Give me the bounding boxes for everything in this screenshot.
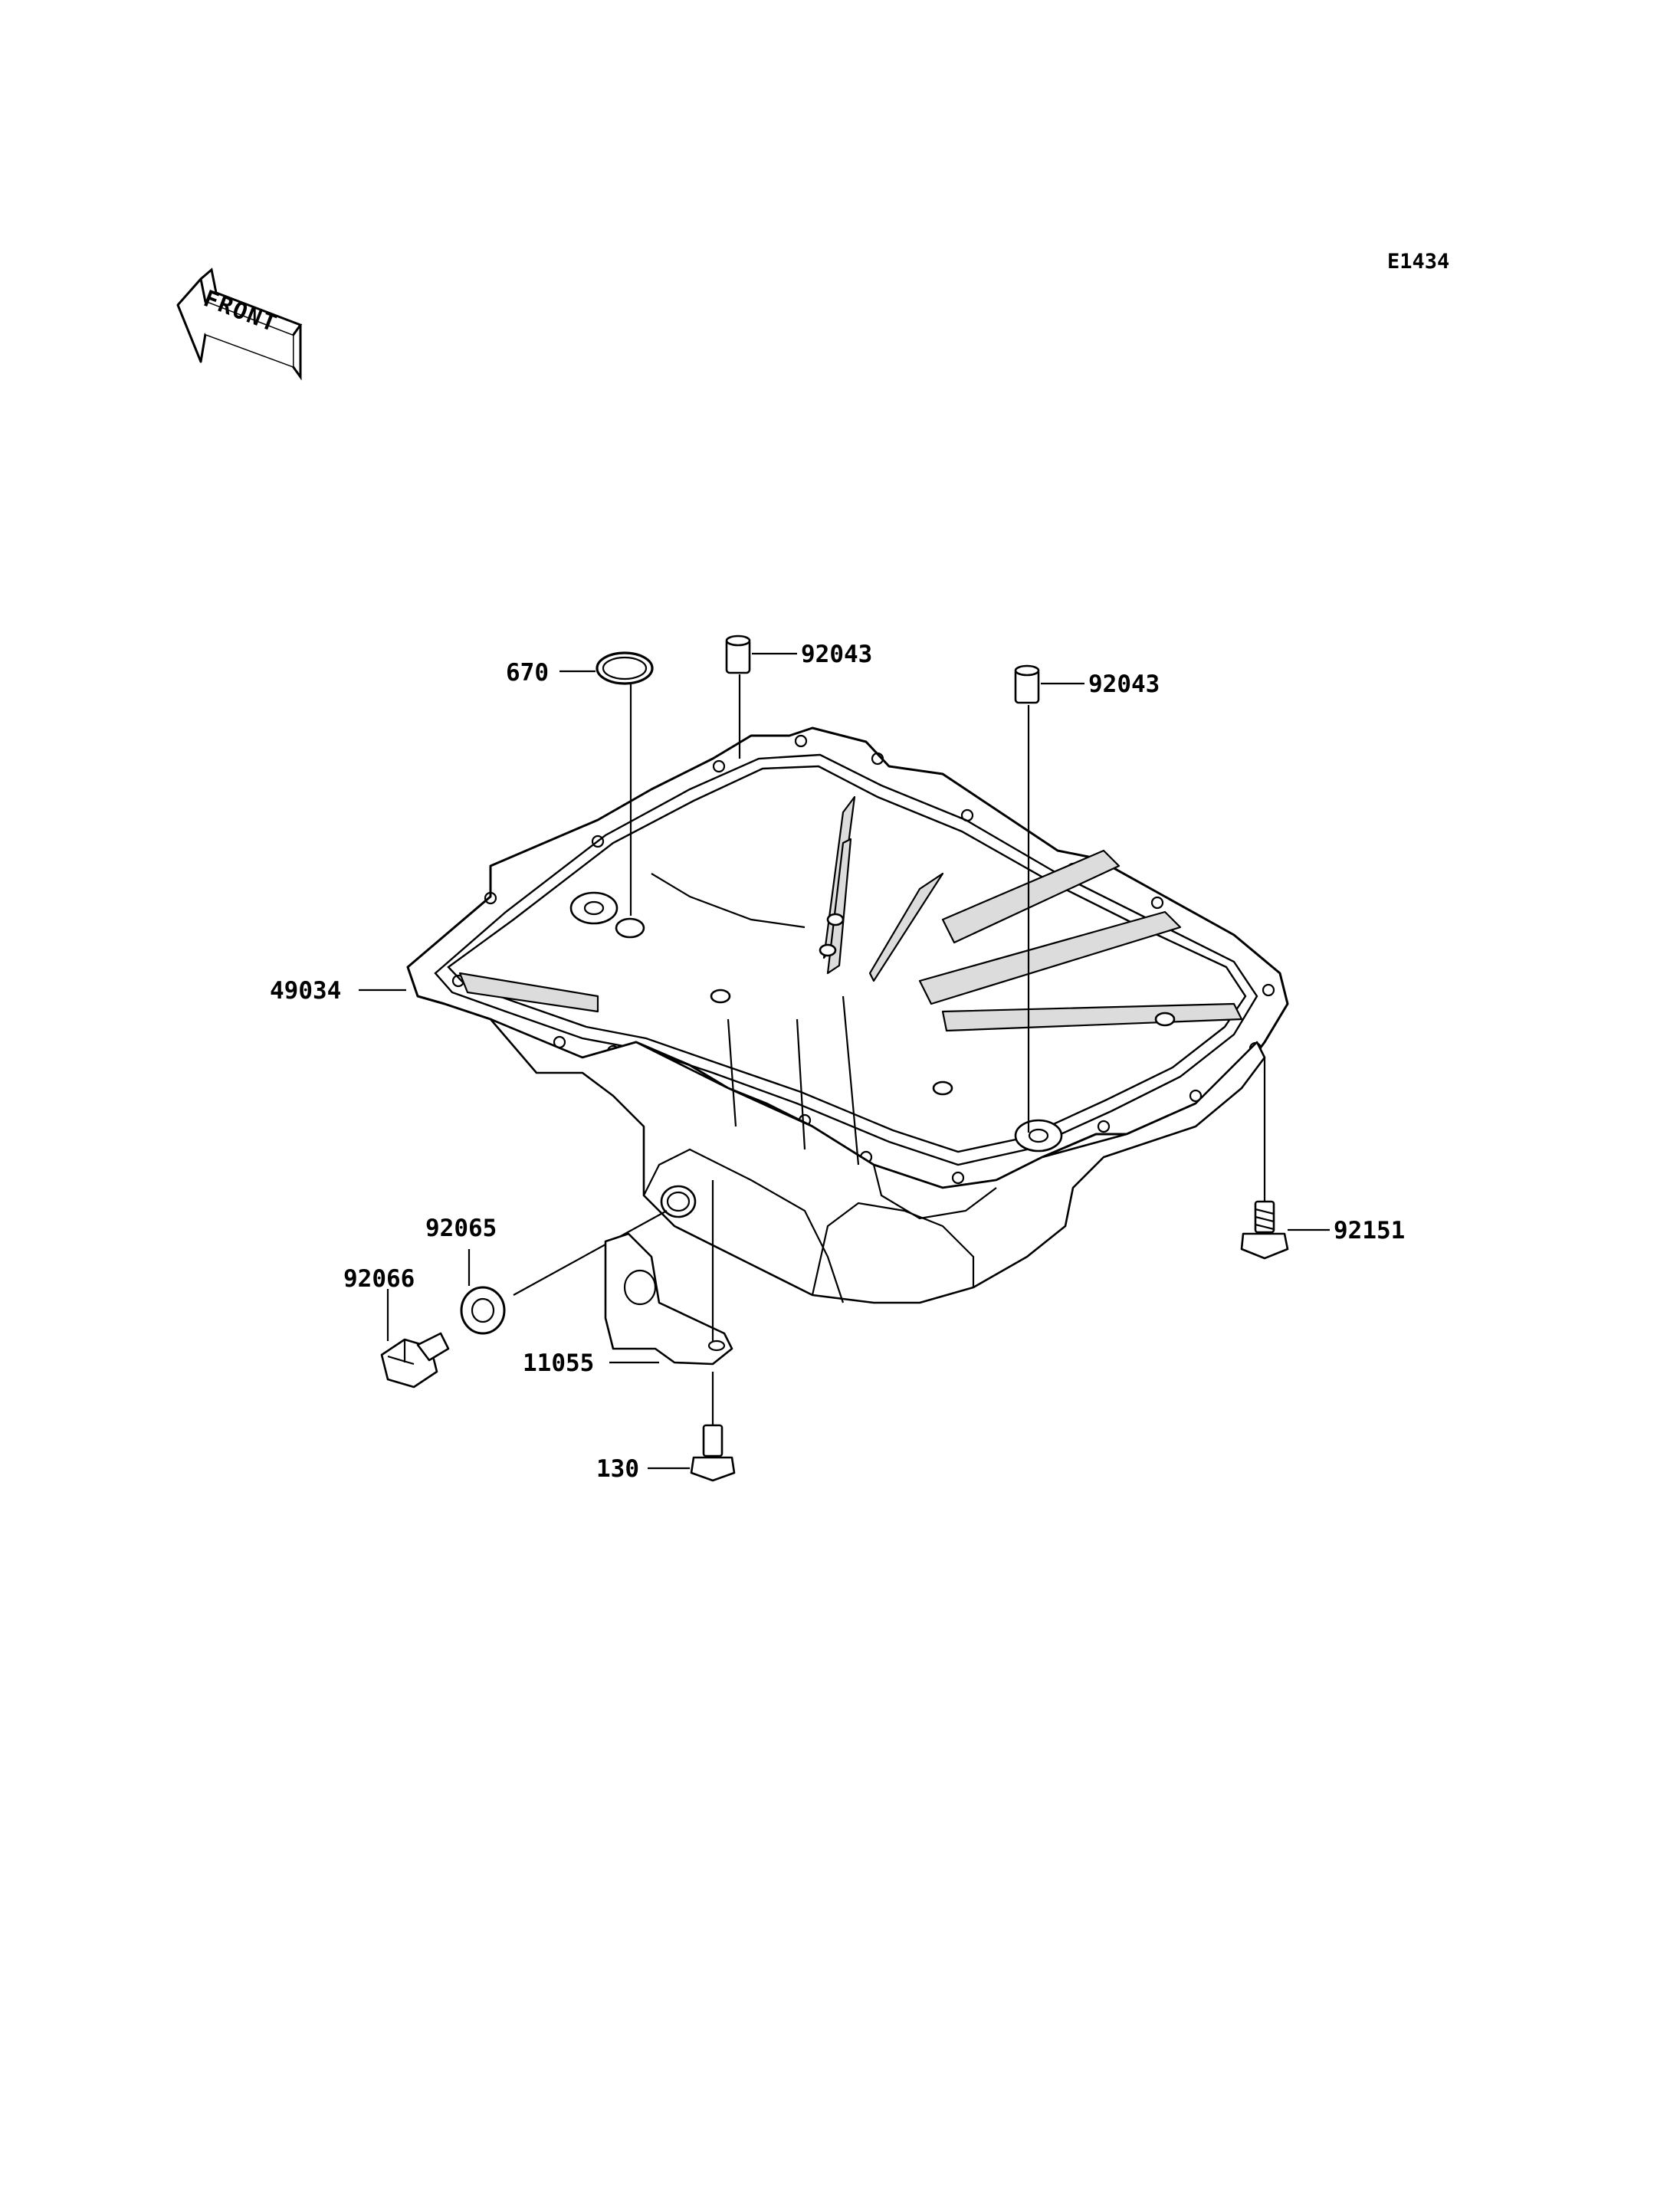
dowel-pin-92043-right[interactable]: 92043	[1014, 664, 1160, 1133]
part-label-92043-left: 92043	[801, 641, 872, 668]
oil-pan-49034[interactable]	[406, 726, 1289, 1304]
front-direction-arrow-icon: FRONT	[176, 267, 303, 381]
washer-92065[interactable]: 92065	[425, 1210, 668, 1335]
o-ring-670[interactable]: 670	[506, 651, 654, 916]
part-label-92043-right: 92043	[1088, 671, 1160, 698]
bracket-11055[interactable]: 11055	[523, 1180, 733, 1377]
part-label-49034: 49034	[270, 977, 341, 1005]
part-label-92065: 92065	[425, 1215, 497, 1242]
bolt-130[interactable]: 130	[596, 1372, 736, 1483]
dowel-pin-92043-left[interactable]: 92043	[725, 635, 872, 759]
callout-49034: 49034	[270, 977, 406, 1005]
drain-hole	[660, 1185, 697, 1218]
diagram-code: E1434	[1387, 250, 1449, 274]
part-label-92066: 92066	[343, 1265, 415, 1293]
part-label-130: 130	[596, 1455, 639, 1483]
pan-internal-ribs	[458, 795, 1243, 1166]
part-label-670: 670	[506, 659, 549, 687]
part-label-92151: 92151	[1334, 1217, 1405, 1244]
drain-plug-92066[interactable]: 92066	[343, 1265, 450, 1389]
bolt-92151[interactable]: 92151	[1240, 1058, 1405, 1260]
part-label-11055: 11055	[523, 1349, 594, 1377]
